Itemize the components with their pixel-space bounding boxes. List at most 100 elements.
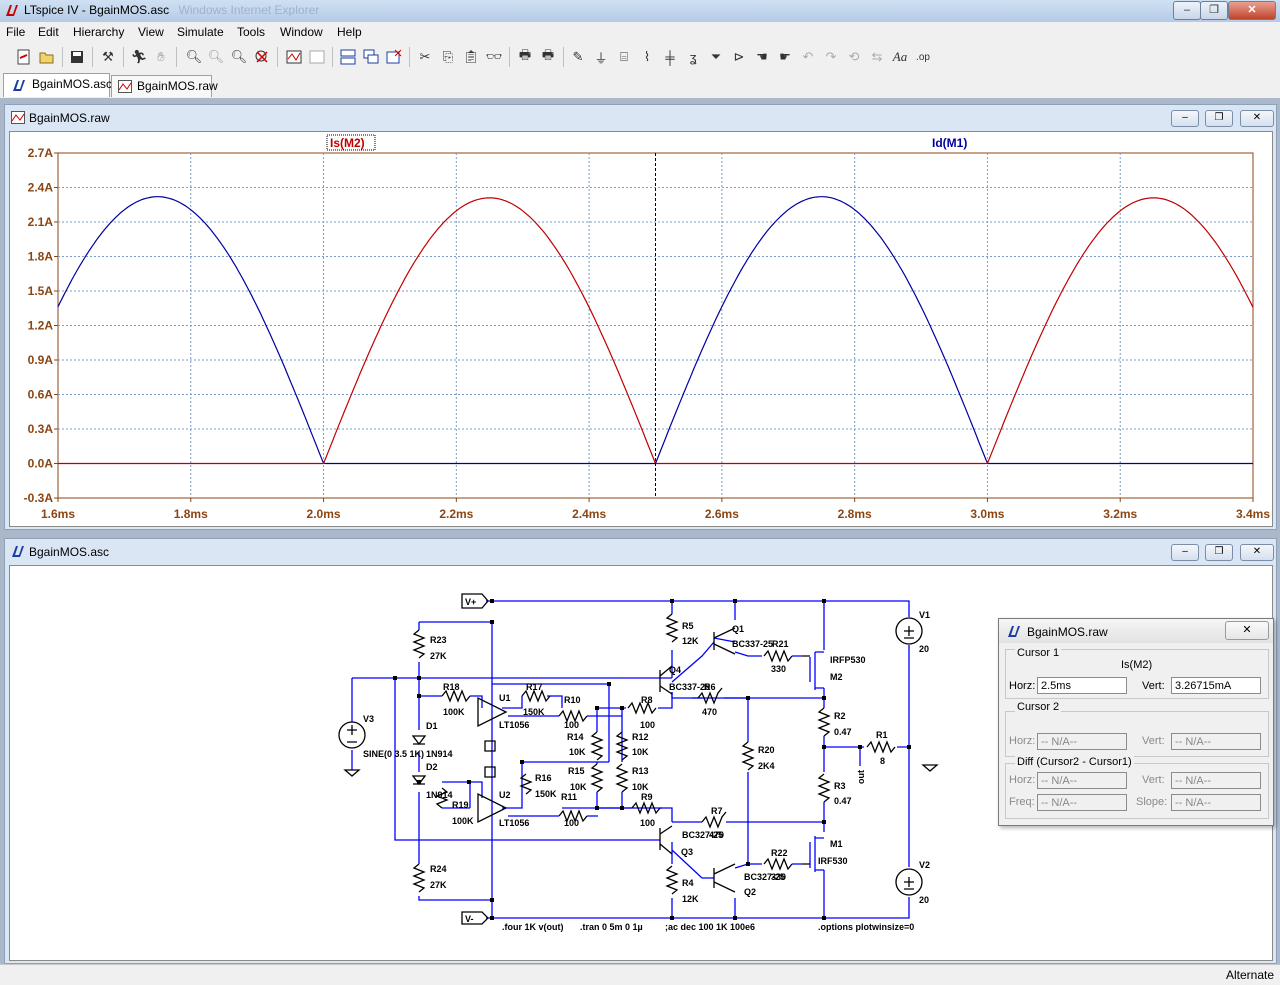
y-tick-label: 2.1A xyxy=(28,215,54,229)
redo-icon[interactable]: ↷ xyxy=(821,47,841,67)
label: Q1 xyxy=(732,624,744,634)
label: R8 xyxy=(641,695,653,705)
label: 12K xyxy=(682,636,699,646)
diff-slope-field[interactable]: -- N/A-- xyxy=(1171,794,1261,811)
slope-label: Slope: xyxy=(1136,796,1167,808)
move-icon[interactable]: ☚ xyxy=(752,47,772,67)
close-windows-icon[interactable] xyxy=(384,47,404,67)
menu-help[interactable]: Help xyxy=(337,25,362,39)
rotate-icon[interactable]: ⟲ xyxy=(844,47,864,67)
label: Q2 xyxy=(744,887,756,897)
tile-horizontal-icon[interactable] xyxy=(338,47,358,67)
minimize-button[interactable]: ‒ xyxy=(1171,110,1199,127)
zoom-pan-icon[interactable]: 🔍︎ xyxy=(206,47,226,67)
wire-icon[interactable]: ✎ xyxy=(568,47,588,67)
zoom-out-icon[interactable]: 🔍︎ xyxy=(229,47,249,67)
x-tick-label: 2.0ms xyxy=(307,507,341,521)
undo-icon[interactable]: ↶ xyxy=(798,47,818,67)
restore-button[interactable]: ❐ xyxy=(1205,544,1233,561)
new-schematic-icon[interactable] xyxy=(14,47,34,67)
print-setup-icon[interactable]: 🖶︎ xyxy=(515,47,535,67)
menu-view[interactable]: View xyxy=(138,25,164,39)
label: D1 xyxy=(426,721,438,731)
copy-icon[interactable]: ⎘ xyxy=(438,47,458,67)
diff-vert-field[interactable]: -- N/A-- xyxy=(1171,772,1261,789)
restore-button[interactable]: ❐ xyxy=(1205,110,1233,127)
toolbar-separator xyxy=(176,47,177,67)
diff-horz-field[interactable]: -- N/A-- xyxy=(1037,772,1127,789)
menu-window[interactable]: Window xyxy=(280,25,323,39)
close-button[interactable]: ✕ xyxy=(1225,621,1269,640)
halt-icon[interactable]: ✋︎ xyxy=(151,47,171,67)
cursor-window-titlebar[interactable]: BgainMOS.raw ✕ xyxy=(999,619,1273,643)
text-icon[interactable]: Aa xyxy=(890,47,910,67)
minimize-button[interactable]: ‒ xyxy=(1173,1,1201,20)
close-button[interactable]: ✕ xyxy=(1240,110,1274,127)
window-title: BgainMOS.asc xyxy=(29,545,109,559)
save-icon[interactable] xyxy=(67,47,87,67)
close-button[interactable]: ✕ xyxy=(1228,1,1276,20)
resistor-icon[interactable]: ⌇ xyxy=(637,47,657,67)
minimize-button[interactable]: ‒ xyxy=(1171,544,1199,561)
menu-tools[interactable]: Tools xyxy=(237,25,265,39)
inductor-icon[interactable]: ʓ xyxy=(683,47,703,67)
trace-label-is-m2: Is(M2) xyxy=(330,136,365,150)
tab-schematic[interactable]: BgainMOS.asc xyxy=(3,73,110,97)
zoom-in-icon[interactable]: 🔍︎ xyxy=(184,47,204,67)
label: 0.47 xyxy=(834,727,852,737)
y-tick-label: 0.0A xyxy=(28,457,54,471)
label: R19 xyxy=(452,800,469,810)
manual-limits-icon[interactable] xyxy=(307,47,327,67)
control-panel-icon[interactable]: ⚒ xyxy=(98,47,118,67)
ground-icon[interactable]: ⏚ xyxy=(591,47,611,67)
find-icon[interactable]: 👓︎ xyxy=(484,47,504,67)
label: SINE(0 3.5 1K) xyxy=(363,749,424,759)
cursor1-vert-field[interactable]: 3.26715mA xyxy=(1171,677,1261,694)
label: 100K xyxy=(452,816,474,826)
autorange-icon[interactable] xyxy=(284,47,304,67)
schematic-components xyxy=(339,594,937,924)
horz-label: Horz: xyxy=(1009,680,1035,692)
mirror-icon[interactable]: ⇆ xyxy=(867,47,887,67)
paste-icon[interactable]: 📋︎ xyxy=(461,47,481,67)
menu-edit[interactable]: Edit xyxy=(38,25,59,39)
menu-simulate[interactable]: Simulate xyxy=(177,25,224,39)
vert-label: Vert: xyxy=(1142,774,1165,786)
cursor2-vert-field[interactable]: -- N/A-- xyxy=(1171,733,1261,750)
tab-waveform[interactable]: BgainMOS.raw xyxy=(111,75,212,97)
open-icon[interactable] xyxy=(37,47,57,67)
spice-directive-icon[interactable]: .op xyxy=(913,47,933,67)
label-icon[interactable]: ⌸ xyxy=(614,47,634,67)
cut-icon[interactable]: ✂ xyxy=(415,47,435,67)
maximize-button[interactable]: ❐ xyxy=(1200,1,1228,20)
group-label: Cursor 2 xyxy=(1015,701,1061,713)
schematic-labels: V+ V- R23 27K R24 27K R18 100K R17 150K … xyxy=(363,597,930,932)
menu-hierarchy[interactable]: Hierarchy xyxy=(73,25,124,39)
document-tabs: BgainMOS.asc BgainMOS.raw xyxy=(0,72,1280,98)
cursor-window: BgainMOS.raw ✕ Cursor 1 Is(M2) Horz: 2.5… xyxy=(998,618,1274,826)
diff-freq-field[interactable]: -- N/A-- xyxy=(1037,794,1127,811)
toolbar-separator xyxy=(409,47,410,67)
print-icon[interactable]: 🖶︎ xyxy=(538,47,558,67)
diode-icon[interactable]: ⏷ xyxy=(706,47,726,67)
x-tick-label: 1.8ms xyxy=(174,507,208,521)
label: 100 xyxy=(640,720,655,730)
cursor1-horz-field[interactable]: 2.5ms xyxy=(1037,677,1127,694)
label: V2 xyxy=(919,860,930,870)
menu-file[interactable]: File xyxy=(6,25,25,39)
run-icon[interactable]: 🏃︎ xyxy=(129,47,149,67)
capacitor-icon[interactable]: ╪ xyxy=(660,47,680,67)
label: 10K xyxy=(569,747,586,757)
zoom-fit-icon[interactable] xyxy=(252,47,272,67)
tab-label: BgainMOS.asc xyxy=(32,74,112,95)
close-button[interactable]: ✕ xyxy=(1240,544,1274,561)
component-icon[interactable]: ⊳ xyxy=(729,47,749,67)
y-tick-label: 0.3A xyxy=(28,422,54,436)
cascade-icon[interactable] xyxy=(361,47,381,67)
drag-icon[interactable]: ☛ xyxy=(775,47,795,67)
spice-directive: .four 1K v(out) xyxy=(502,922,564,932)
cursor2-horz-field[interactable]: -- N/A-- xyxy=(1037,733,1127,750)
label: R4 xyxy=(682,878,694,888)
